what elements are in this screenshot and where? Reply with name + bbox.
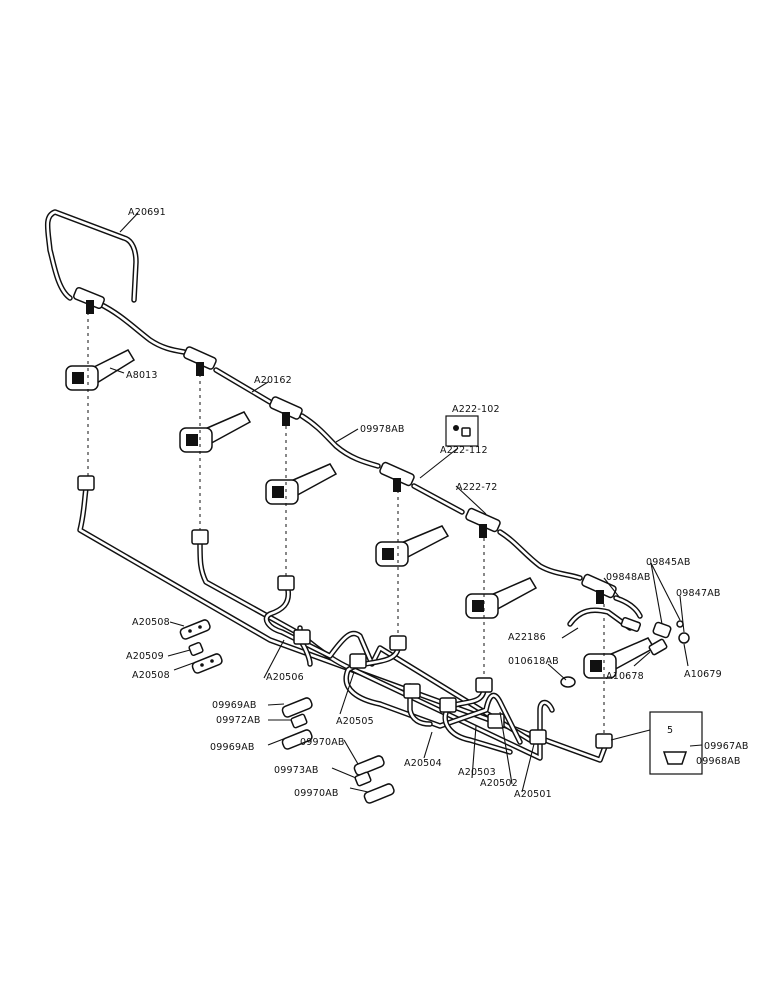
label-09970ab-top: 09970AB — [300, 737, 345, 748]
label-09968ab: 09968AB — [696, 756, 741, 767]
label-09848ab: 09848AB — [606, 572, 651, 583]
bleed-fittings — [560, 607, 690, 688]
label-09845ab: 09845AB — [646, 557, 691, 568]
label-09847ab: 09847AB — [676, 588, 721, 599]
label-09967ab: 09967AB — [704, 741, 749, 752]
tee-fitting-2 — [183, 346, 217, 376]
clamp-plates-middle — [281, 697, 313, 750]
label-09972ab: 09972AB — [216, 715, 261, 726]
assembly-guide-lines — [87, 312, 605, 734]
label-a20691: A20691 — [128, 207, 166, 218]
label-a22186: A22186 — [508, 632, 546, 643]
label-a20503: A20503 — [458, 767, 496, 778]
label-a222-72: A222-72 — [456, 482, 498, 493]
label-09978ab: 09978AB — [360, 424, 405, 435]
label-a20509: A20509 — [126, 651, 164, 662]
tee-fitting-5 — [465, 507, 501, 538]
label-a10678: A10678 — [606, 671, 644, 682]
label-a222-102: A222-102 — [452, 404, 500, 415]
label-a10679: A10679 — [684, 669, 722, 680]
tee-fitting-3 — [269, 396, 303, 426]
label-09970ab-bottom: 09970AB — [294, 788, 339, 799]
label-010618ab: 010618AB — [508, 656, 559, 667]
leader-lines — [109, 212, 703, 793]
injector-6 — [583, 637, 656, 679]
inset-box-a222 — [445, 415, 479, 447]
tee-fitting-1 — [72, 286, 106, 314]
clamp-plates-left — [179, 619, 223, 674]
tee-fitting-4 — [379, 461, 415, 492]
injector-5 — [465, 577, 538, 619]
label-a20508-bottom: A20508 — [132, 670, 170, 681]
label-a222-112: A222-112 — [440, 445, 488, 456]
line-nuts — [77, 475, 613, 749]
label-a20505: A20505 — [336, 716, 374, 727]
clamp-plates-bottom — [353, 755, 395, 804]
injector-2 — [179, 411, 252, 453]
injector-4 — [375, 525, 450, 567]
label-a20504: A20504 — [404, 758, 442, 769]
label-a20501: A20501 — [514, 789, 552, 800]
label-a20506: A20506 — [266, 672, 304, 683]
label-09969ab-top: 09969AB — [212, 700, 257, 711]
label-a20162: A20162 — [254, 375, 292, 386]
leak-off-line — [97, 301, 643, 619]
return-loop-pipe — [44, 209, 139, 303]
injector-1 — [65, 349, 136, 391]
label-09973ab: 09973AB — [274, 765, 319, 776]
tee-fitting-6 — [581, 573, 617, 604]
inset-box-09967ab — [649, 711, 703, 775]
label-a20508-top: A20508 — [132, 617, 170, 628]
label-a20502: A20502 — [480, 778, 518, 789]
label-09969ab-bottom: 09969AB — [210, 742, 255, 753]
injector-3 — [265, 463, 338, 505]
label-box-digit: 5 — [667, 725, 673, 736]
label-a8013: A8013 — [126, 370, 158, 381]
